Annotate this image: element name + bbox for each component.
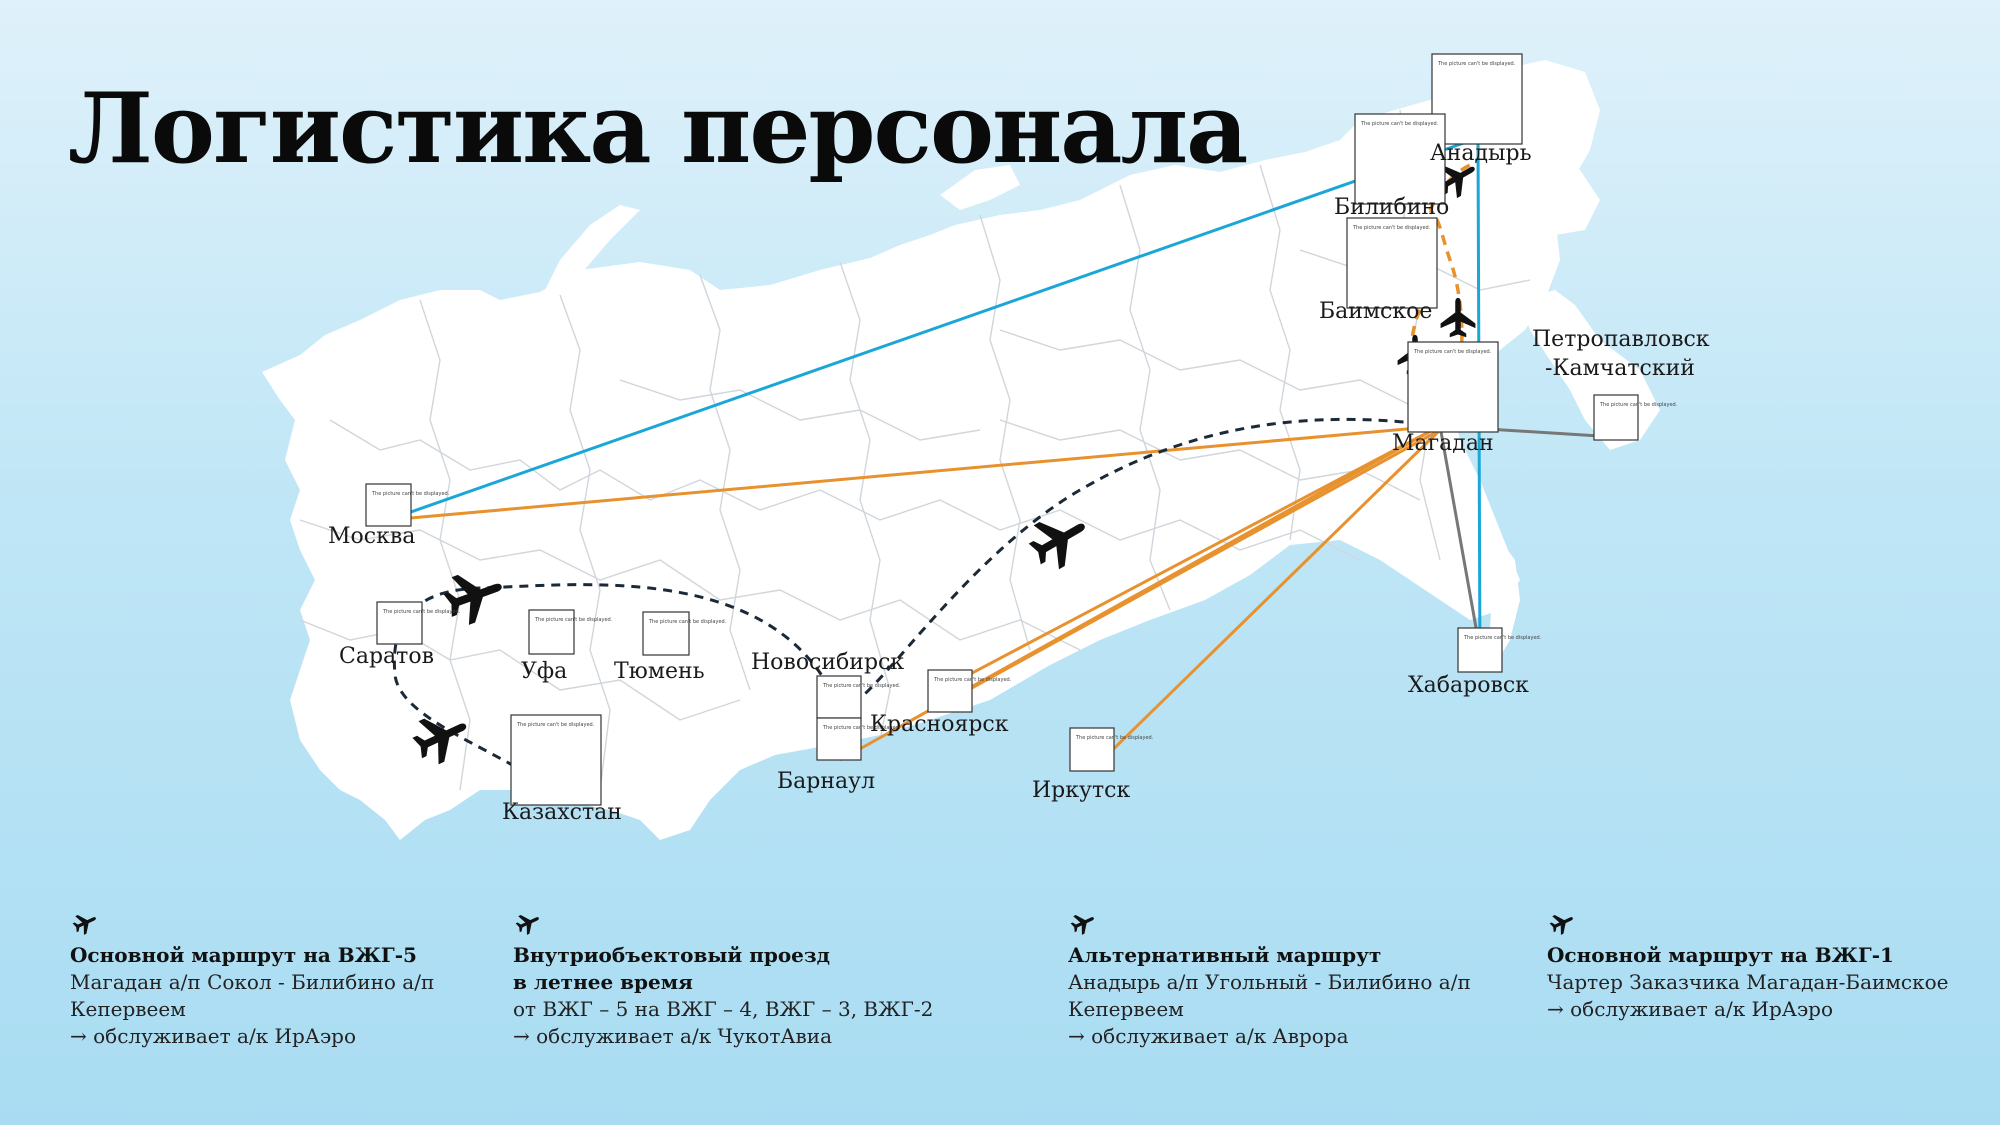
legend-title: в летнее время [513,970,693,994]
city-label-tyumen: Тюмень [614,659,705,684]
placeholder-magadan: The picture can't be displayed. [1407,341,1499,433]
svg-text:The picture can't be displayed: The picture can't be displayed. [371,491,450,497]
legend-text: от ВЖГ – 5 на ВЖГ – 4, ВЖГ – 3, ВЖГ-2 [513,997,934,1021]
city-label-magadan: Магадан [1392,431,1494,456]
svg-text:The picture can't be displayed: The picture can't be displayed. [822,725,901,731]
svg-text:The picture can't be displayed: The picture can't be displayed. [1352,225,1431,231]
city-label-petropavlovsk-1: Петропавловск [1532,327,1710,352]
land-novaya-zemlya [540,205,640,305]
legend-text: → обслуживает а/к ИрАэро [1547,997,1833,1021]
city-label-kazakhstan: Казахстан [502,800,622,825]
legend-title: Основной маршрут на ВЖГ-5 [70,943,417,967]
airplane-icon [70,910,100,936]
svg-text:The picture can't be displayed: The picture can't be displayed. [822,683,901,689]
city-label-baimskoe: Баимское [1319,299,1432,324]
placeholder-petropavlovsk: The picture can't be displayed. [1593,394,1678,441]
city-label-ufa: Уфа [521,659,567,684]
page-title: Логистика персонала [68,72,1248,185]
legend-alt-route: Альтернативный маршрут Анадырь а/п Уголь… [1068,910,1471,1050]
airplane-icon [1068,910,1098,936]
svg-text:The picture can't be displayed: The picture can't be displayed. [1599,402,1678,408]
city-label-saratov: Саратов [339,644,434,669]
land-chukotka [1540,150,1600,235]
svg-text:The picture can't be displayed: The picture can't be displayed. [648,619,727,625]
placeholder-baimskoe: The picture can't be displayed. [1346,217,1438,309]
legend-title: Внутриобъектовый проезд [513,943,831,967]
svg-text:The picture can't be displayed: The picture can't be displayed. [516,722,595,728]
city-label-novosibirsk: Новосибирск [751,650,904,675]
internal-route-dashed [392,417,1441,794]
city-label-moscow: Москва [328,524,415,549]
legend-title: Основной маршрут на ВЖГ-1 [1547,943,1894,967]
airplane-icon [513,910,543,936]
legend-text: → обслуживает а/к ЧукотАвиа [513,1024,833,1048]
placeholder-krasnoyarsk: The picture can't be displayed. [927,669,1012,713]
land-severnaya-zemlya [940,165,1020,210]
airplane-icon [1547,910,1577,936]
placeholder-anadyr: The picture can't be displayed. [1431,53,1523,145]
legend-main-route-vzhg1: Основной маршрут на ВЖГ-1 Чартер Заказчи… [1547,910,1949,1023]
city-label-anadyr: Анадырь [1430,141,1532,166]
svg-text:The picture can't be displayed: The picture can't be displayed. [1075,735,1154,741]
placeholder-barnaul: The picture can't be displayed. [816,717,901,761]
legend-text: Магадан а/п Сокол - Билибино а/п [70,970,435,994]
legend-text: Чартер Заказчика Магадан-Баимское [1547,970,1949,994]
city-label-petropavlovsk-2: -Камчатский [1545,356,1695,381]
city-label-bilibino: Билибино [1334,195,1449,220]
legend-text: Кепервеем [70,997,186,1021]
main-route-orange [387,424,1442,772]
legend-text: Анадырь а/п Угольный - Билибино а/п [1068,970,1471,994]
svg-text:The picture can't be displayed: The picture can't be displayed. [933,677,1012,683]
city-labels: Москва Саратов Уфа Тюмень Новосибирск Ба… [328,141,1710,825]
svg-text:The picture can't be displayed: The picture can't be displayed. [1437,61,1516,67]
placeholder-bilibino: The picture can't be displayed. [1354,113,1446,205]
legend-internal-route: Внутриобъектовый проезд в летнее время о… [513,910,933,1050]
legend-main-route-vzhg5: Основной маршрут на ВЖГ-5 Магадан а/п Со… [70,910,434,1050]
legend-text: Кепервеем [1068,997,1184,1021]
city-label-krasnoyarsk: Красноярск [870,712,1009,737]
legend-text: → обслуживает а/к Аврора [1068,1024,1349,1048]
placeholder-moscow: The picture can't be displayed. [365,483,450,527]
placeholder-khabarovsk: The picture can't be displayed. [1457,627,1542,673]
placeholder-novosibirsk: The picture can't be displayed. [816,675,901,719]
placeholder-saratov: The picture can't be displayed. [376,601,461,645]
legend-text: → обслуживает а/к ИрАэро [70,1024,356,1048]
svg-text:The picture can't be displayed: The picture can't be displayed. [382,609,461,615]
placeholder-images: The picture can't be displayed. The pict… [365,53,1678,806]
svg-text:The picture can't be displayed: The picture can't be displayed. [534,617,613,623]
city-label-irkutsk: Иркутск [1032,778,1130,803]
legend-title: Альтернативный маршрут [1068,943,1382,967]
svg-text:The picture can't be displayed: The picture can't be displayed. [1413,349,1492,355]
city-label-barnaul: Барнаул [777,769,875,794]
land-russia [262,60,1600,840]
svg-text:The picture can't be displayed: The picture can't be displayed. [1463,635,1542,641]
land-caucasus [370,740,430,820]
placeholder-tyumen: The picture can't be displayed. [642,611,727,656]
city-label-khabarovsk: Хабаровск [1408,673,1529,698]
svg-text:The picture can't be displayed: The picture can't be displayed. [1360,121,1439,127]
placeholder-ufa: The picture can't be displayed. [528,609,613,655]
placeholder-kazakhstan: The picture can't be displayed. [510,714,602,806]
placeholder-irkutsk: The picture can't be displayed. [1069,727,1154,772]
